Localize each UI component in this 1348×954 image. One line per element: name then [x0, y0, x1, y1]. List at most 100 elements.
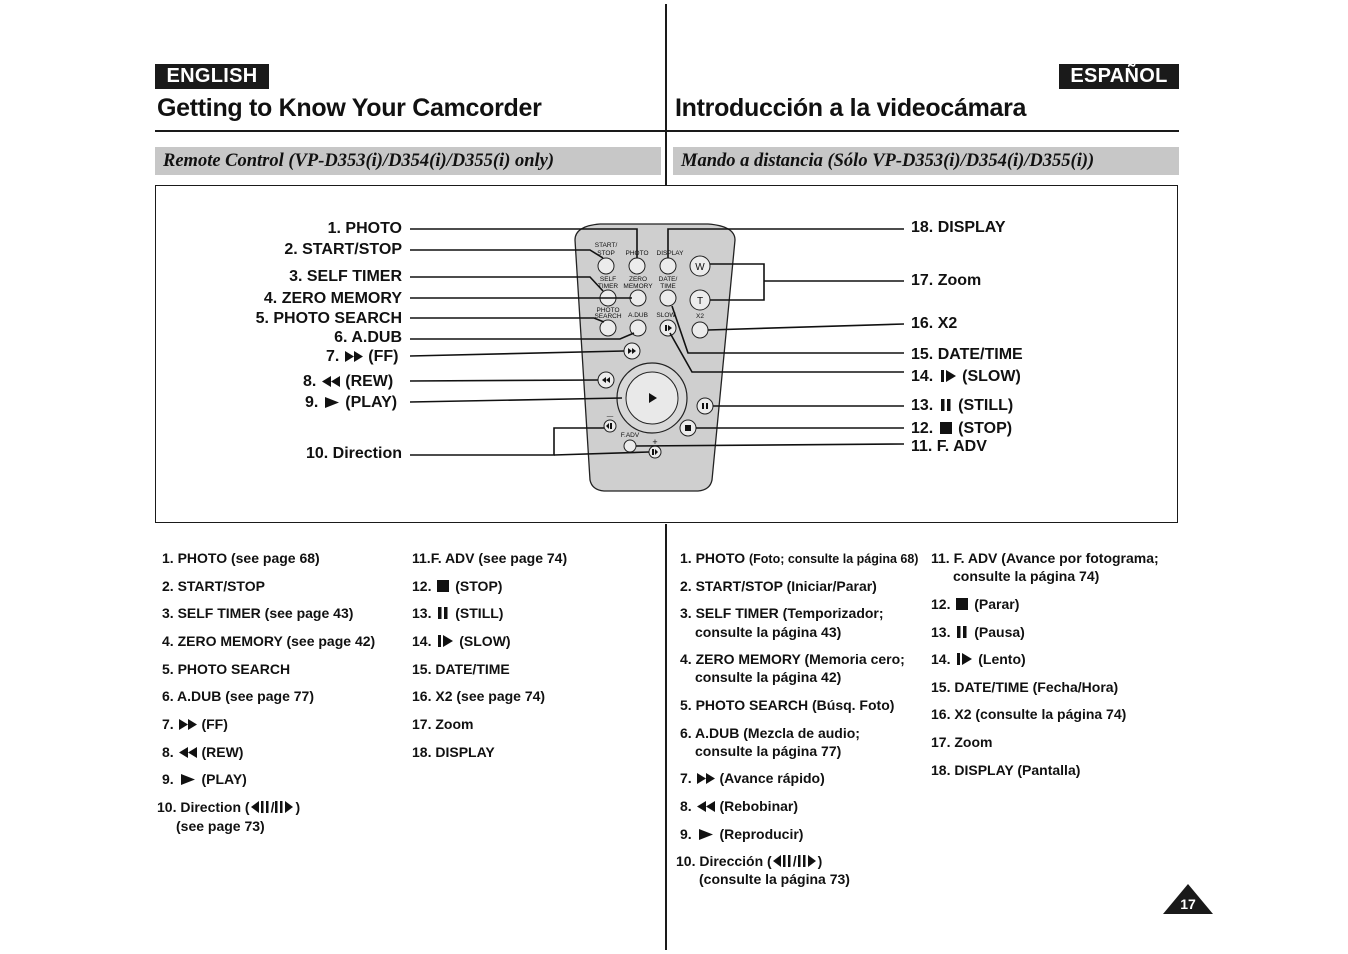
rew-icon	[178, 747, 197, 758]
remote-label-search-1: PHOTO	[597, 307, 620, 314]
callout-date-time: 15. DATE/TIME	[911, 346, 1023, 363]
f-adv-button	[623, 439, 637, 453]
list-item-en-12: 12. (STOP)	[412, 577, 502, 595]
rew-icon	[696, 801, 715, 812]
ff-icon	[344, 351, 363, 362]
forward-frame-icon	[275, 801, 294, 813]
list-item-en-8-label: (REW)	[201, 744, 244, 760]
remote-diagram-frame	[155, 185, 1178, 523]
list-item-es-9: 9. (Reproducir)	[680, 825, 803, 843]
list-item-es-6: 6. A.DUB (Mezcla de audio;	[680, 725, 860, 741]
title-rule-right	[667, 130, 1179, 132]
section-heading-espanol: Mando a distancia (Sólo VP-D353(i)/D354(…	[673, 147, 1179, 175]
zero-memory-button	[629, 289, 647, 307]
section-heading-english: Remote Control (VP-D353(i)/D354(i)/D355(…	[155, 147, 661, 175]
callout-display: 18. DISPLAY	[911, 219, 1006, 236]
start-stop-button	[597, 257, 615, 275]
slash: /	[792, 853, 797, 869]
callout-a-dub: 6. A.DUB	[334, 329, 402, 346]
list-item-en-7-number: 7.	[162, 716, 174, 732]
remote-label-self-1: SELF	[600, 276, 616, 283]
play-icon	[180, 774, 195, 785]
list-item-en-2: 2. START/STOP	[162, 578, 265, 594]
slow-icon	[957, 653, 973, 665]
list-item-es-2: 2. START/STOP (Iniciar/Parar)	[680, 578, 877, 594]
remote-label-date-2: TIME	[660, 283, 676, 290]
play-icon	[649, 393, 657, 403]
x2-button	[691, 321, 709, 339]
list-item-en-17: 17. Zoom	[412, 716, 474, 732]
rew-icon	[321, 376, 340, 387]
list-item-en-13: 13. (STILL)	[412, 604, 503, 622]
list-item-en-9-number: 9.	[162, 771, 174, 787]
list-item-es-13-number: 13.	[931, 624, 951, 640]
remote-label-start-stop-2: STOP	[597, 250, 615, 257]
list-item-es-13: 13. (Pausa)	[931, 623, 1025, 641]
reverse-frame-icon	[250, 801, 269, 813]
list-item-es-6-cont: consulte la página 77)	[695, 743, 842, 759]
callout-slow-number: 14.	[911, 368, 934, 385]
leader-rew	[409, 379, 599, 382]
leader-self-timer	[410, 276, 604, 292]
remote-label-slow: SLOW	[656, 312, 676, 319]
list-item-es-16: 16. X2 (consulte la página 74)	[931, 706, 1127, 722]
list-item-en-12-number: 12.	[412, 578, 432, 594]
title-rule-left	[155, 130, 665, 132]
list-item-en-9-label: (PLAY)	[201, 771, 247, 787]
list-item-en-14-number: 14.	[412, 633, 432, 649]
callout-f-adv: 11. F. ADV	[911, 438, 987, 455]
list-item-es-7: 7. (Avance rápido)	[680, 769, 825, 787]
list-item-es-1: 1. PHOTO (Foto; consulte la página 68)	[680, 549, 918, 568]
remote-label-self-2: TIMER	[598, 283, 619, 290]
list-item-es-1-label: 1. PHOTO	[680, 550, 749, 566]
remote-label-t: T	[697, 296, 703, 307]
slow-icon	[940, 370, 956, 382]
ff-icon	[696, 773, 715, 784]
list-item-en-10-prefix: 10. Direction (	[157, 799, 250, 815]
remote-label-plus: +	[652, 437, 657, 447]
list-item-en-13-number: 13.	[412, 605, 432, 621]
list-item-en-13-label: (STILL)	[455, 605, 504, 621]
list-item-es-11: 11. F. ADV (Avance por fotograma;	[931, 550, 1159, 566]
callout-slow-label: (SLOW)	[962, 368, 1021, 385]
callout-photo-search: 5. PHOTO SEARCH	[255, 310, 402, 327]
callout-still-number: 13.	[911, 397, 934, 414]
stop-icon	[939, 422, 952, 434]
list-item-en-7: 7. (FF)	[162, 715, 228, 733]
list-item-es-10-page: (consulte la página 73)	[699, 871, 850, 887]
callout-play: 9. (PLAY)	[305, 394, 397, 412]
list-item-es-8: 8. (Rebobinar)	[680, 797, 798, 815]
list-item-en-9: 9. (PLAY)	[162, 770, 247, 788]
callout-rew: 8. (REW)	[303, 373, 393, 391]
list-item-en-4: 4. ZERO MEMORY (see page 42)	[162, 633, 376, 649]
list-item-es-12-label: (Parar)	[974, 596, 1020, 612]
leader-direction-a	[410, 427, 604, 456]
remote-label-minus: —	[607, 413, 614, 420]
list-item-es-10: 10. Dirección (/)	[676, 852, 822, 870]
list-item-en-7-label: (FF)	[201, 716, 228, 732]
leader-photo	[410, 228, 638, 258]
remote-label-w: W	[695, 262, 705, 273]
zoom-w-button	[689, 255, 711, 277]
list-item-es-18: 18. DISPLAY (Pantalla)	[931, 762, 1081, 778]
language-tab-espanol: ESPAÑOL	[1059, 64, 1179, 89]
remote-label-date-1: DATE/	[659, 276, 678, 283]
ff-icon	[178, 719, 197, 730]
list-item-en-16: 16. X2 (see page 74)	[412, 688, 546, 704]
remote-label-search-2: SEARCH	[594, 313, 621, 320]
list-item-es-14: 14. (Lento)	[931, 650, 1026, 668]
callout-slow: 14. (SLOW)	[911, 368, 1021, 386]
page-number-badge: 17	[1163, 884, 1213, 914]
list-item-en-15: 15. DATE/TIME	[412, 661, 510, 677]
page-number: 17	[1180, 896, 1196, 912]
slow-icon	[438, 635, 454, 647]
leader-a-dub	[410, 332, 635, 340]
still-icon	[957, 626, 967, 638]
leader-direction-b	[553, 451, 650, 456]
callout-ff: 7. (FF)	[326, 348, 398, 366]
callout-zoom: 17. Zoom	[911, 272, 982, 289]
leader-f-adv	[635, 443, 905, 447]
remote-label-adub: A.DUB	[628, 312, 648, 319]
remote-label-display: DISPLAY	[657, 250, 685, 257]
list-item-en-12-label: (STOP)	[455, 578, 503, 594]
